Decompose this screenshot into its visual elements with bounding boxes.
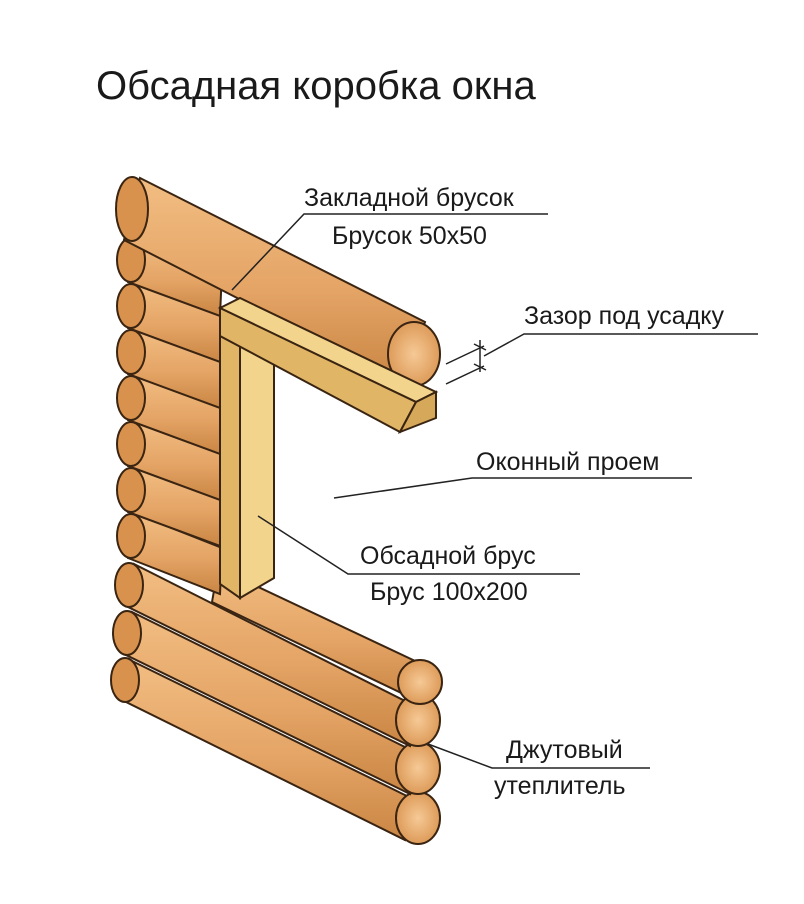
left-wall-logs xyxy=(116,236,224,596)
label-shrink-gap: Зазор под усадку xyxy=(524,302,725,330)
casing-beam-vertical xyxy=(219,311,275,600)
leader-shrink-gap xyxy=(483,333,758,357)
label-jute-line1: Джутовый xyxy=(506,736,623,764)
log-bottom-3 xyxy=(112,610,441,796)
leader-jute xyxy=(427,743,650,769)
diagram-title: Обсадная коробка окна xyxy=(96,64,536,108)
label-embedded-bar-size: Брусок 50х50 xyxy=(332,222,487,250)
label-casing-beam: Обсадной брус xyxy=(360,542,536,570)
log-end-bottom-3 xyxy=(395,741,441,795)
shrink-gap-marker xyxy=(445,340,487,385)
leader-casing-beam xyxy=(257,515,580,575)
log-top xyxy=(115,176,441,387)
leader-window-opening xyxy=(333,477,692,499)
leader-embedded-bar xyxy=(231,213,548,291)
label-window-opening: Оконный проем xyxy=(476,448,660,476)
embedded-bar-top xyxy=(217,296,439,434)
log-bottom-2 xyxy=(114,562,441,748)
label-embedded-bar: Закладной брусок xyxy=(304,184,514,212)
log-end-bottom-4 xyxy=(395,791,441,845)
leader-lines xyxy=(231,213,758,769)
label-casing-beam-size: Брус 100х200 xyxy=(370,578,528,606)
log-end-sill xyxy=(397,659,443,705)
label-jute-line2: утеплитель xyxy=(494,772,626,800)
log-bottom-4 xyxy=(110,657,441,845)
